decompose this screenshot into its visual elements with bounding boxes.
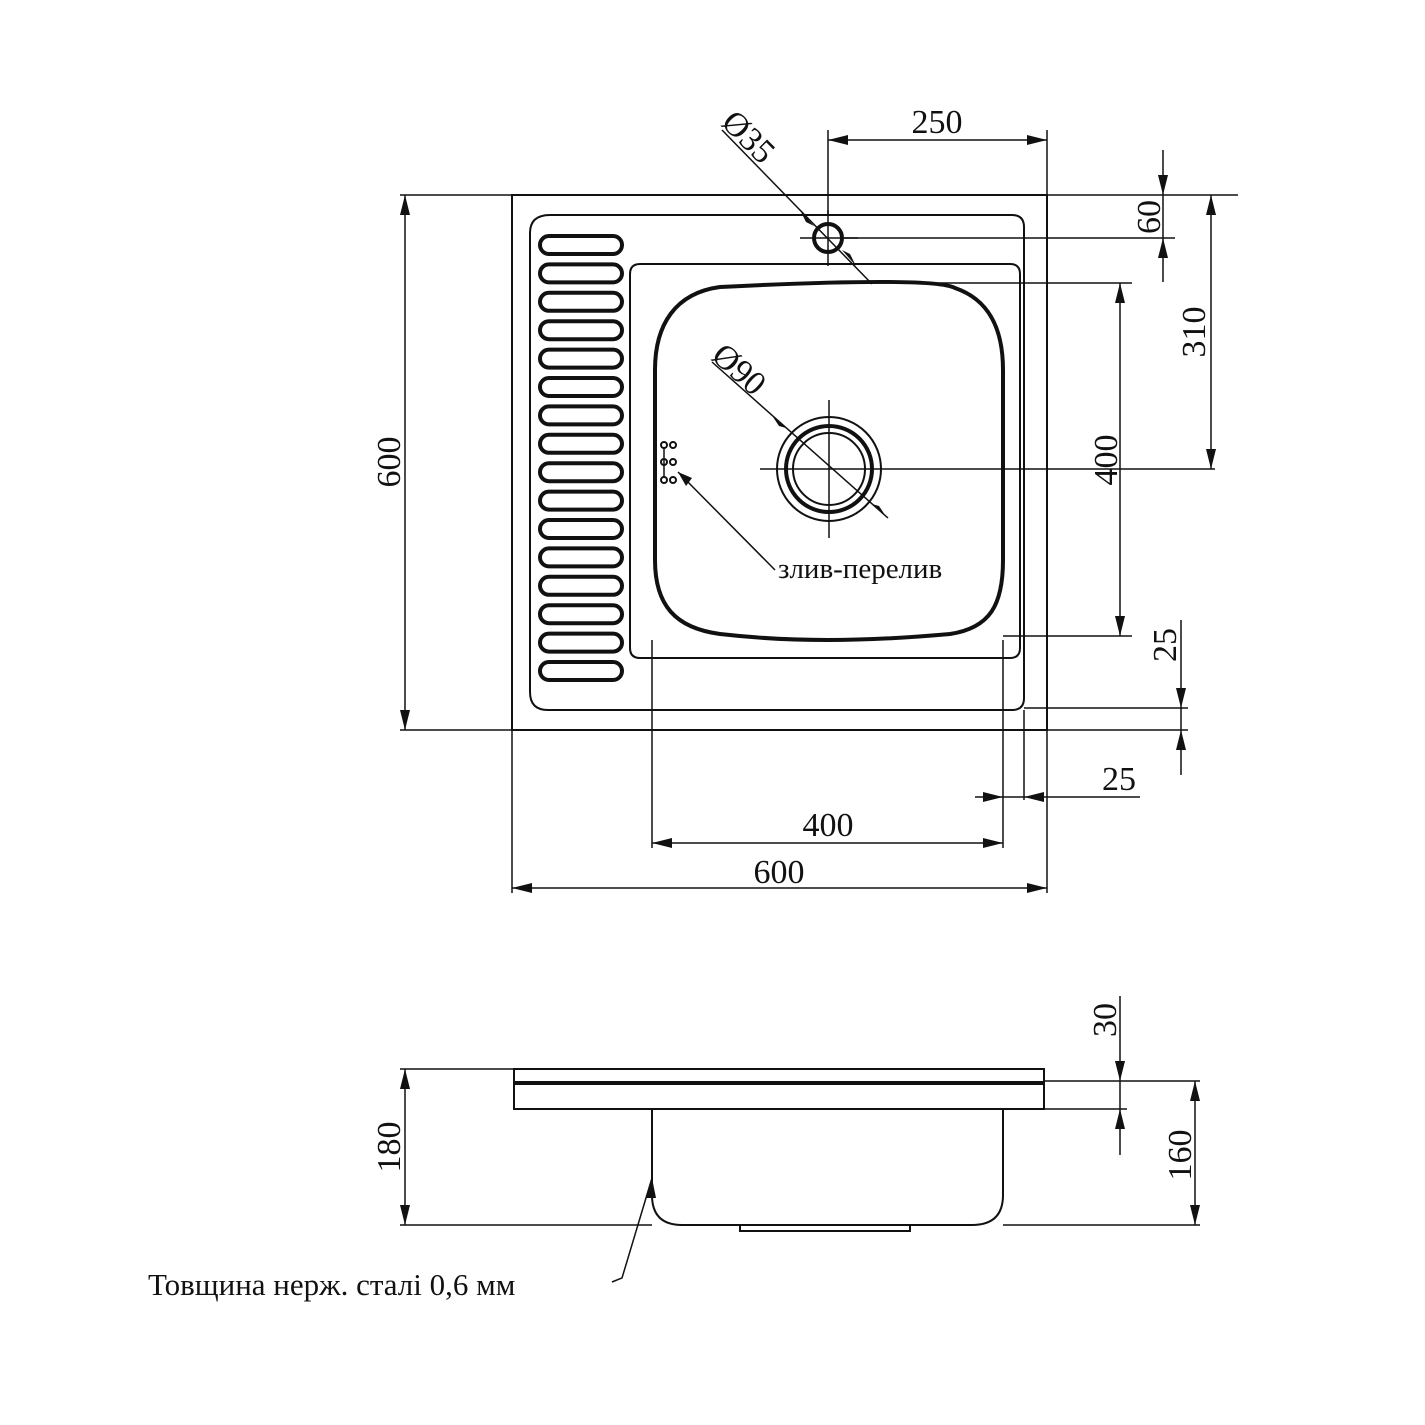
drainboard-groove <box>538 631 624 654</box>
side-bowl <box>651 1109 1004 1226</box>
dim-right-margin: 25 <box>1102 761 1136 798</box>
dim-bowl-height: 400 <box>1088 435 1125 486</box>
dim-hole-diameter: Ø35 <box>714 103 782 171</box>
drainboard-groove <box>538 489 624 512</box>
drainboard-groove <box>538 347 624 370</box>
drainboard-groove <box>538 319 624 342</box>
drainboard-groove <box>538 660 624 682</box>
drainboard-groove <box>538 461 624 484</box>
drainboard-grooves <box>538 234 624 682</box>
drainboard-groove <box>538 574 624 597</box>
drainboard-groove <box>538 404 624 427</box>
dim-hole-offset-y: 60 <box>1131 200 1168 234</box>
overflow-symbol <box>660 441 677 484</box>
dim-rim-height: 30 <box>1087 1003 1124 1037</box>
dim-drain-offset-y: 310 <box>1176 307 1213 358</box>
drainboard-groove <box>538 518 624 540</box>
thickness-note: Товщина нерж. сталі 0,6 мм <box>148 1267 515 1302</box>
side-dimensions: 180 30 160 Товщина нерж. сталі 0,6 мм <box>148 996 1200 1302</box>
drainboard-groove <box>538 432 624 455</box>
drainboard-groove <box>538 546 624 569</box>
drainboard-groove <box>538 234 624 256</box>
overflow-label: злив-перелив <box>778 553 942 585</box>
dim-bottom-margin: 25 <box>1147 628 1184 662</box>
dim-bowl-depth: 160 <box>1162 1130 1199 1181</box>
bowl-outline <box>653 279 1005 642</box>
drainboard-groove <box>538 290 624 313</box>
bowl-recess <box>629 263 1021 659</box>
side-drain <box>739 1224 911 1232</box>
sink-inner-rim <box>529 214 1025 711</box>
top-dimensions: Ø35 250 60 310 400 <box>371 103 1238 893</box>
top-view <box>511 194 1048 731</box>
drain <box>760 400 902 538</box>
drainboard-groove <box>538 262 624 285</box>
dim-hole-offset-x: 250 <box>912 104 963 141</box>
drainboard-groove <box>538 376 624 398</box>
sink-outline <box>511 194 1048 731</box>
dim-total-height: 600 <box>371 437 408 488</box>
side-view <box>513 1068 1045 1232</box>
dim-total-width: 600 <box>754 854 805 891</box>
dim-bowl-width: 400 <box>803 807 854 844</box>
drainboard-groove <box>538 603 624 626</box>
dim-overall-depth: 180 <box>371 1122 408 1173</box>
dim-drain-diameter: Ø90 <box>705 336 773 403</box>
